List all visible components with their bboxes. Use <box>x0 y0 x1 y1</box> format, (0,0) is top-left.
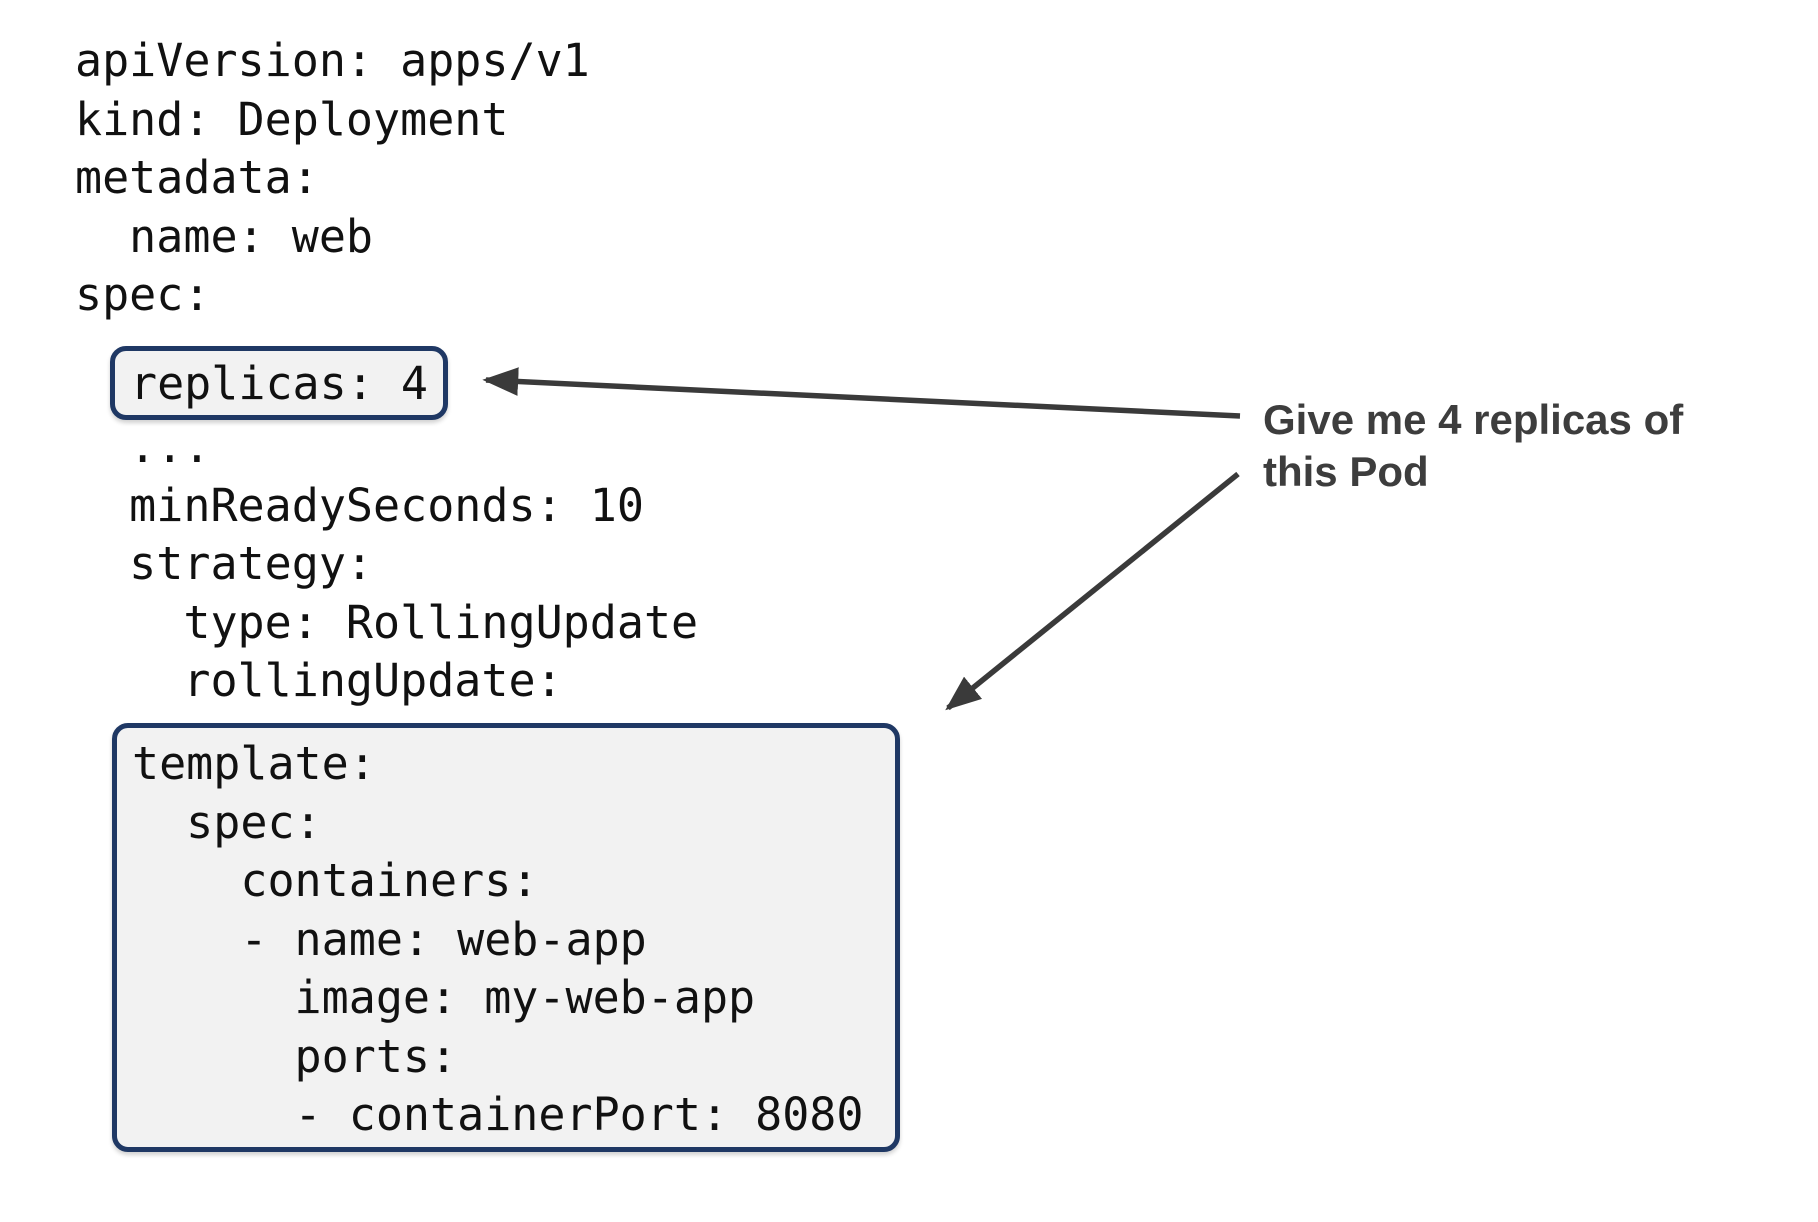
yaml-line-name: name: web <box>75 209 374 263</box>
yaml-line-ellipsis: ... <box>75 420 211 473</box>
yaml-line-minreadyseconds: minReadySeconds: 10 <box>75 478 644 532</box>
yaml-line-strategy: strategy: <box>75 537 374 590</box>
template-highlight-box: template: spec: containers: - name: web-… <box>112 723 900 1152</box>
arrow-to-replicas-box <box>482 367 1241 419</box>
yaml-line-containerport: - containerPort: 8080 <box>132 1088 864 1141</box>
replicas-value: replicas: 4 <box>130 356 429 410</box>
arrow-to-template-box <box>945 471 1240 711</box>
yaml-line-apiversion: apiVersion: apps/v1 <box>75 34 590 87</box>
yaml-line-metadata: metadata: <box>75 151 319 204</box>
yaml-line-kind: kind: Deployment <box>75 92 509 146</box>
yaml-line-template-spec: spec: <box>132 795 322 849</box>
yaml-line-containers: containers: <box>132 854 539 907</box>
caption-text: Give me 4 replicas of this Pod <box>1263 396 1684 495</box>
template-block: template: spec: containers: - name: web-… <box>132 735 895 1145</box>
replicas-highlight-box: replicas: 4 <box>110 346 448 420</box>
yaml-mid-block: ... minReadySeconds: 10 strategy: type: … <box>75 418 698 711</box>
yaml-line-container-image: image: my-web-app <box>132 971 756 1024</box>
yaml-line-container-name: - name: web-app <box>132 912 647 966</box>
yaml-line-rollingupdate: rollingUpdate: <box>75 654 563 707</box>
yaml-line-ports: ports: <box>132 1029 458 1083</box>
yaml-line-template: template: <box>132 737 376 790</box>
yaml-line-type: type: RollingUpdate <box>75 595 699 649</box>
yaml-line-spec: spec: <box>75 268 211 321</box>
